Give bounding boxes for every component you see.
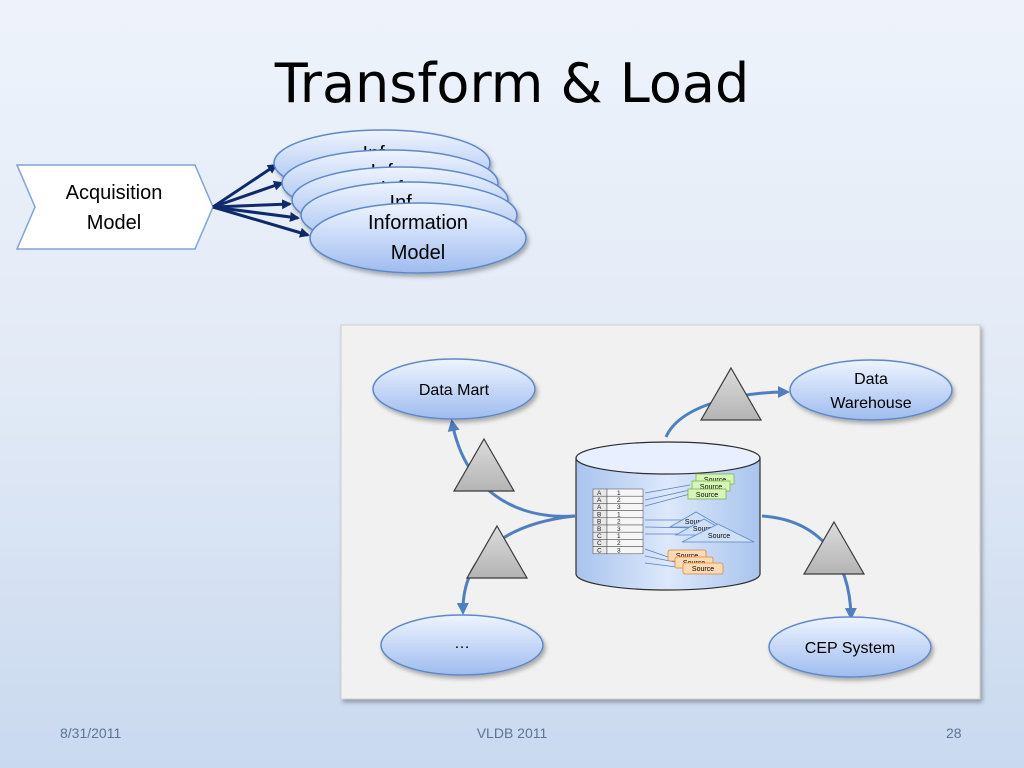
source-group-orange: Source Source Source <box>667 549 724 575</box>
mini-table-value: 3 <box>617 526 621 533</box>
triangle-icon <box>802 520 866 575</box>
mini-table-key: B <box>597 511 601 518</box>
cep-system-label: CEP System <box>805 640 895 657</box>
data-warehouse-node: Data Warehouse <box>789 359 953 421</box>
information-model-label-line1: Information <box>368 212 468 234</box>
mini-table-value: 1 <box>617 511 621 518</box>
information-model-stack: Inf... Inf... Inf... Inf... Information … <box>273 129 527 274</box>
source-group-triangles: Source Source Source <box>668 511 755 543</box>
other-node: … <box>380 614 544 676</box>
other-node-label: … <box>454 635 470 652</box>
data-mart-node: Data Mart <box>372 358 536 420</box>
triangle-icon <box>699 366 763 421</box>
source-label: Source <box>685 519 707 526</box>
source-label: Source <box>708 533 730 540</box>
mini-table-key: A <box>597 504 602 511</box>
slide-title: Transform & Load <box>274 52 750 115</box>
mini-table-key: C <box>597 540 602 547</box>
data-mart-label: Data Mart <box>419 382 490 399</box>
acquisition-model-shape: Acquisition Model <box>15 164 214 250</box>
mini-table-key: A <box>597 497 602 504</box>
source-label: Source <box>704 477 726 484</box>
footer-page-number: 28 <box>946 725 962 741</box>
mini-table-value: 2 <box>617 519 621 526</box>
mini-table-value: 2 <box>617 497 621 504</box>
mini-table-value: 3 <box>617 504 621 511</box>
data-warehouse-label-line1: Data <box>854 371 888 388</box>
source-label: Source <box>696 492 718 499</box>
transform-triangles <box>452 366 866 579</box>
acquisition-label-line2: Model <box>87 212 141 234</box>
acquisition-arrows <box>212 163 310 238</box>
information-model-label-line2: Model <box>391 242 445 264</box>
source-label: Source <box>700 484 722 491</box>
source-group-green: Source Source Source <box>687 473 735 500</box>
triangle-icon <box>452 437 516 492</box>
mini-table-value: 2 <box>617 540 621 547</box>
data-warehouse-label-line2: Warehouse <box>830 395 911 412</box>
source-label: Source <box>676 553 698 560</box>
mini-table-key: C <box>597 547 602 554</box>
triangle-icon <box>465 524 529 579</box>
mini-table-key: C <box>597 533 602 540</box>
footer-conference: VLDB 2011 <box>476 725 548 741</box>
mini-table-value: 1 <box>617 533 621 540</box>
acquisition-label-line1: Acquisition <box>66 182 163 204</box>
mini-table-value: 3 <box>617 547 621 554</box>
cep-system-node: CEP System <box>768 616 932 678</box>
mini-table-value: 1 <box>617 490 621 497</box>
mini-table-key: B <box>597 526 601 533</box>
mini-table-key: A <box>597 490 602 497</box>
mini-table-key: B <box>597 519 601 526</box>
footer-date: 8/31/2011 <box>60 725 122 741</box>
source-label: Source <box>692 566 714 573</box>
source-label: Source <box>693 526 715 533</box>
